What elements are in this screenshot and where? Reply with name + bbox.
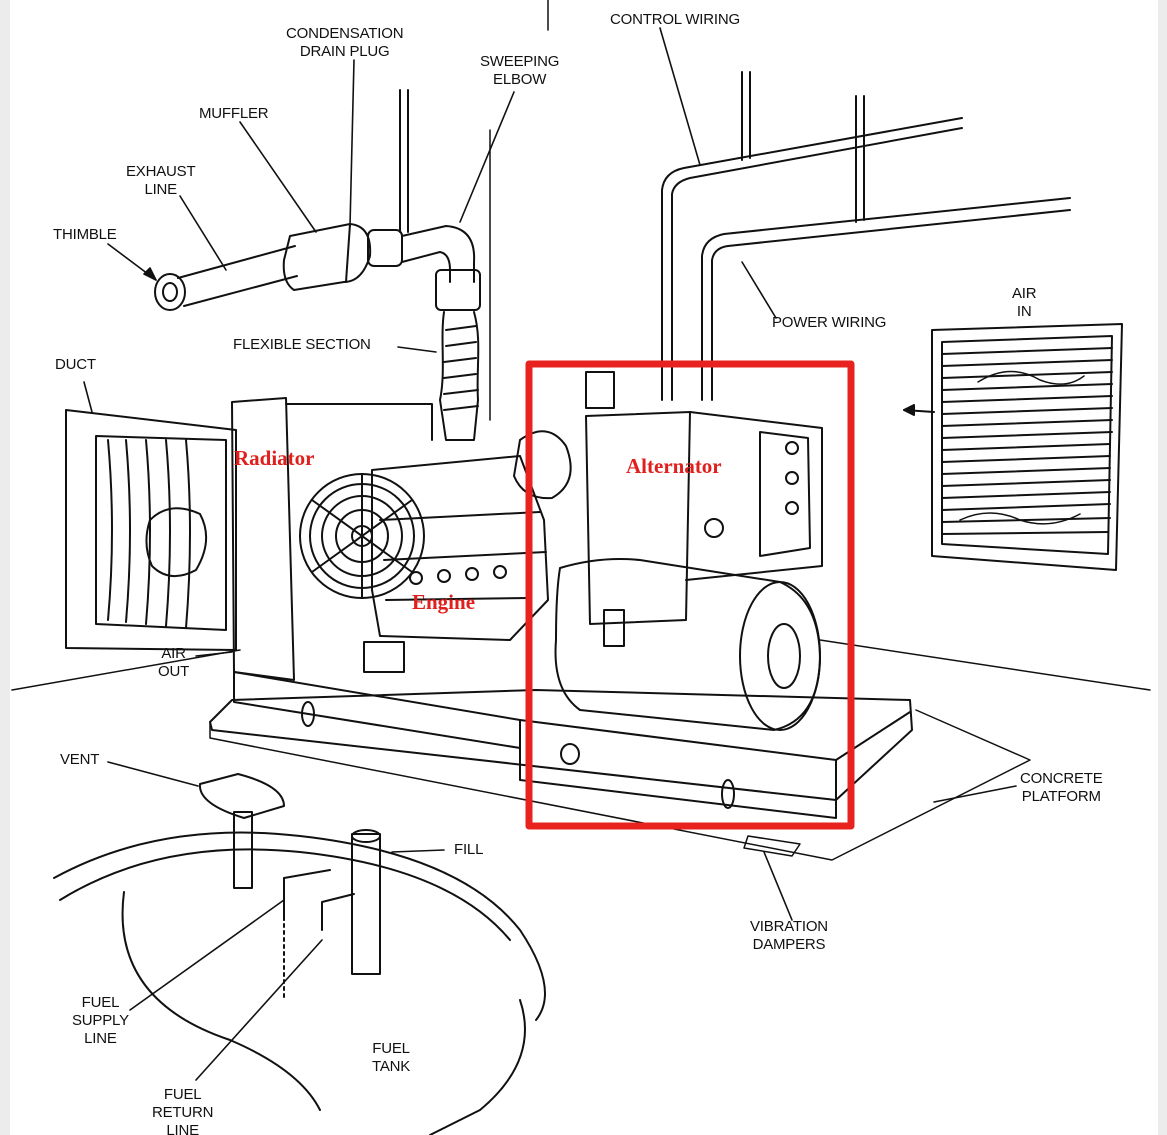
air-intake-louver xyxy=(903,323,1123,571)
label-condensation-drain-plug: CONDENSATION DRAIN PLUG xyxy=(286,25,404,60)
label-fuel-return-line: FUEL RETURN LINE xyxy=(152,1086,214,1135)
leader-lines xyxy=(83,27,1017,1081)
alternator xyxy=(554,371,823,731)
label-fuel-tank: FUEL TANK xyxy=(372,1040,411,1075)
label-control-wiring: CONTROL WIRING xyxy=(610,11,740,28)
alternator-highlight-box xyxy=(525,360,855,830)
annotation-radiator: Radiator xyxy=(234,446,315,470)
diagram-sheet xyxy=(10,0,1158,1135)
label-power-wiring: POWER WIRING xyxy=(772,314,887,331)
label-flexible-section: FLEXIBLE SECTION xyxy=(233,336,371,353)
label-muffler: MUFFLER xyxy=(199,105,269,122)
label-fuel-supply-line: FUEL SUPPLY LINE xyxy=(72,994,129,1047)
duct xyxy=(65,409,237,651)
radiator xyxy=(231,397,433,681)
label-vibration-dampers: VIBRATION DAMPERS xyxy=(750,918,828,953)
label-air-out: AIR OUT xyxy=(158,645,190,680)
concrete-platform xyxy=(209,709,1031,861)
wiring-conduits xyxy=(661,71,1071,401)
generator-base xyxy=(209,671,913,819)
exhaust-system xyxy=(154,89,481,441)
label-exhaust-line: EXHAUST LINE xyxy=(126,163,196,198)
label-duct: DUCT xyxy=(55,356,96,373)
room-lines xyxy=(11,0,1151,691)
label-fill: FILL xyxy=(454,841,484,858)
label-concrete-platform: CONCRETE PLATFORM xyxy=(1020,770,1103,805)
annotation-alternator: Alternator xyxy=(626,454,722,478)
label-sweeping-elbow: SWEEPING ELBOW xyxy=(480,53,560,88)
annotation-engine: Engine xyxy=(412,590,476,614)
fuel-system xyxy=(53,773,546,1135)
label-thimble: THIMBLE xyxy=(53,226,117,243)
label-air-in: AIR IN xyxy=(1012,285,1037,320)
engine xyxy=(363,430,572,673)
label-vent: VENT xyxy=(60,751,100,768)
